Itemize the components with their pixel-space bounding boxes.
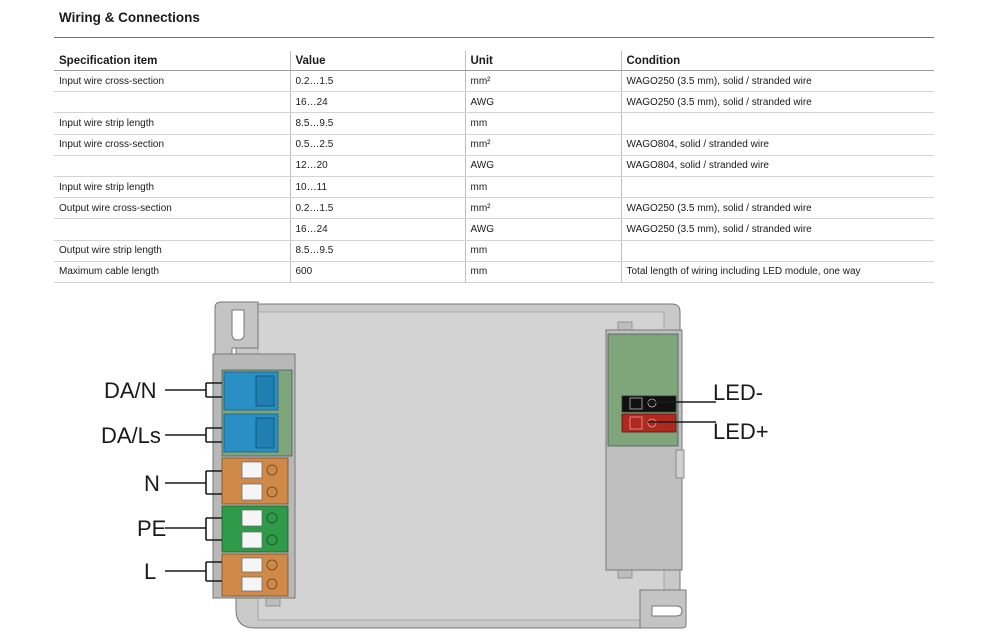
cell-unit: mm [464,240,621,262]
cell-unit: mm² [464,70,621,93]
label-da-n: DA/N [104,378,157,403]
cell-unit: AWG [464,155,621,177]
cell-condition: WAGO804, solid / stranded wire [620,155,934,177]
column-header: Value [289,51,465,71]
cell-item [54,91,290,114]
cell-value: 16…24 [289,218,465,241]
cell-value: 0.5…2.5 [289,134,465,156]
terminal-led-plus [621,413,677,433]
cell-value: 600 [289,261,465,283]
cell-condition: WAGO250 (3.5 mm), solid / stranded wire [620,70,934,93]
column-header: Condition [620,51,934,71]
section-title: Wiring & Connections [59,10,200,25]
cell-item: Input wire cross-section [54,70,290,93]
cell-condition [620,176,934,199]
label-da-ls: DA/Ls [101,423,161,448]
cell-value: 8.5…9.5 [289,240,465,262]
label-l: L [144,559,156,584]
driver-housing [214,301,687,629]
cell-item: Output wire strip length [54,240,290,262]
cell-unit: mm [464,261,621,283]
label-n: N [144,471,160,496]
cell-item [54,155,290,177]
column-header: Specification item [54,51,290,71]
cell-condition: WAGO804, solid / stranded wire [620,134,934,156]
title-rule [54,37,934,38]
cell-condition [620,112,934,135]
label-led-minus: LED- [713,380,763,405]
label-led-plus: LED+ [713,419,769,444]
cell-value: 8.5…9.5 [289,112,465,135]
callout-lines [165,382,716,582]
cell-item: Input wire strip length [54,112,290,135]
cell-unit: AWG [464,218,621,241]
output-terminal-block [605,329,685,571]
cell-value: 0.2…1.5 [289,197,465,220]
cell-unit: mm [464,112,621,135]
cell-unit: mm² [464,197,621,220]
column-header: Unit [464,51,621,71]
cell-condition: Total length of wiring including LED mod… [620,261,934,283]
cell-condition [620,240,934,262]
input-terminal-block [212,353,296,599]
spec-table: Specification item Value Unit Condition … [54,51,934,283]
cell-condition: WAGO250 (3.5 mm), solid / stranded wire [620,218,934,241]
cell-item [54,218,290,241]
cell-unit: AWG [464,91,621,114]
cell-unit: mm [464,176,621,199]
cell-item: Output wire cross-section [54,197,290,220]
cell-item: Input wire cross-section [54,134,290,156]
cell-item: Input wire strip length [54,176,290,199]
label-pe: PE [137,516,166,541]
cell-value: 16…24 [289,91,465,114]
cell-value: 12…20 [289,155,465,177]
terminal-led-minus [621,395,677,413]
cell-condition: WAGO250 (3.5 mm), solid / stranded wire [620,197,934,220]
cell-value: 10…11 [289,176,465,199]
wiring-diagram: DA/N DA/Ls N PE L LED- LED+ [101,301,769,629]
table-header-row: Specification item Value Unit Condition [54,51,934,71]
cell-item: Maximum cable length [54,261,290,283]
cell-unit: mm² [464,134,621,156]
cell-condition: WAGO250 (3.5 mm), solid / stranded wire [620,91,934,114]
cell-value: 0.2…1.5 [289,70,465,93]
